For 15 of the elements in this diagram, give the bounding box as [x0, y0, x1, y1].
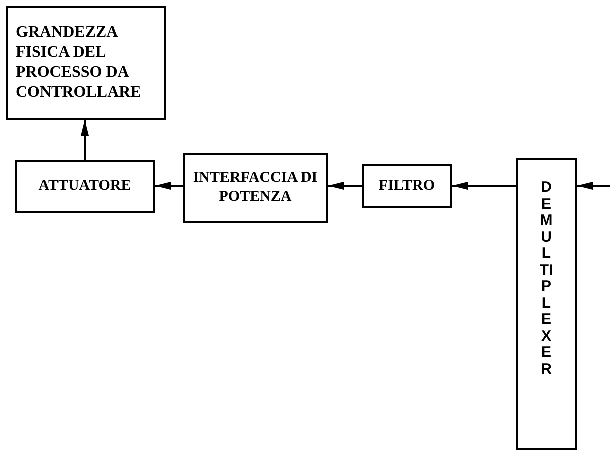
- box-label: FILTRO: [378, 176, 436, 196]
- box-label: INTERFACCIA DI POTENZA: [192, 169, 319, 207]
- box-label: DEMULTIPLEXER: [539, 180, 554, 378]
- arrow: [577, 182, 610, 190]
- arrow: [328, 182, 362, 190]
- arrow: [81, 120, 89, 160]
- arrow: [452, 182, 516, 190]
- process-box: [183, 153, 328, 223]
- process-box: [362, 164, 452, 208]
- box-label: ATTUATORE: [38, 177, 132, 196]
- process-box: [6, 6, 166, 120]
- box-label: GRANDEZZA FISICA DEL PROCESSO DA CONTROLLARE: [16, 23, 142, 103]
- process-box: [15, 160, 155, 213]
- process-box: [516, 158, 577, 450]
- arrow: [155, 182, 183, 190]
